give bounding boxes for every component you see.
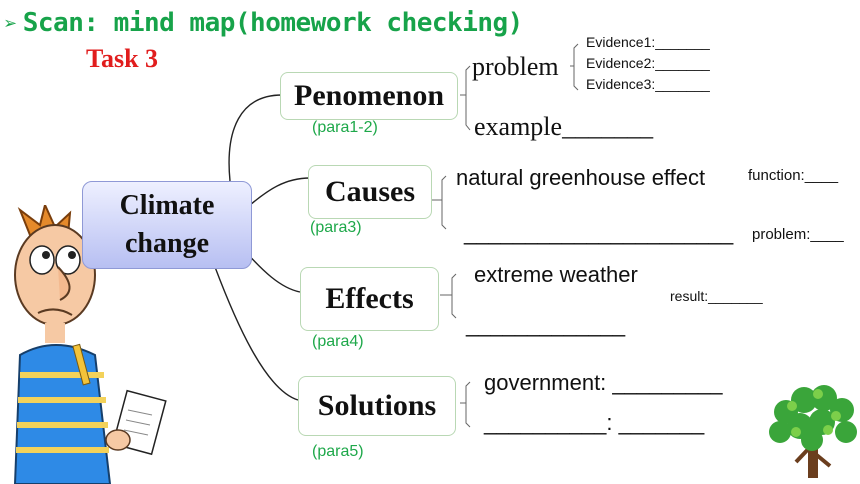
- connector-causes: [249, 177, 311, 206]
- tree-icon: [769, 385, 857, 478]
- cartoon-student-icon: [13, 205, 167, 484]
- task-label: Task 3: [86, 44, 159, 73]
- connector-effects: [243, 249, 301, 293]
- causes-function: function:____: [748, 167, 839, 184]
- phenomenon-example: example_______: [474, 112, 654, 141]
- branch-causes-box: Causes: [308, 165, 432, 219]
- causes-natural-greenhouse: natural greenhouse effect: [456, 165, 706, 190]
- branch-phenomenon-box: Penomenon: [280, 72, 458, 120]
- connector-solutions: [214, 266, 299, 401]
- slide-title-text: Scan: mind map(homework checking): [22, 8, 524, 38]
- arrow-bullet-icon: ➢: [4, 12, 17, 37]
- center-node-line2: change: [125, 228, 209, 259]
- branch-phenomenon-para: (para1-2): [312, 119, 378, 136]
- solutions-other: __________: _______: [484, 410, 705, 435]
- branch-solutions-box: Solutions: [298, 376, 456, 436]
- connector-phenomenon: [228, 94, 283, 182]
- causes-problem: problem:____: [752, 226, 844, 243]
- branch-solutions-para: (para5): [312, 443, 364, 460]
- evidence-1: Evidence1:_______: [586, 34, 710, 50]
- effects-result: result:_______: [670, 288, 763, 304]
- evidence-3: Evidence3:_______: [586, 76, 710, 92]
- effects-extreme-weather: extreme weather: [474, 262, 638, 287]
- branch-effects-para: (para4): [312, 333, 364, 350]
- slide-title: ➢Scan: mind map(homework checking): [4, 8, 523, 38]
- center-node-climate-change: Climate change: [82, 181, 252, 269]
- solutions-government: government: _________: [484, 370, 723, 395]
- causes-blank: ______________________: [464, 220, 734, 245]
- evidence-2: Evidence2:_______: [586, 55, 710, 71]
- phenomenon-problem: problem: [472, 52, 559, 81]
- branch-causes-para: (para3): [310, 219, 362, 236]
- effects-blank: _____________: [466, 312, 626, 337]
- center-node-line1: Climate: [119, 190, 215, 221]
- branch-effects-box: Effects: [300, 267, 439, 331]
